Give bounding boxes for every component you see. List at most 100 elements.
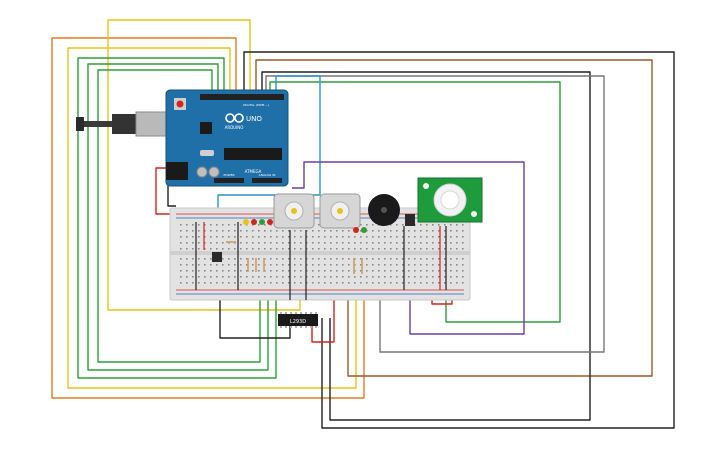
breadboard-hole: [306, 276, 308, 278]
breadboard-hole: [180, 270, 182, 272]
breadboard-hole: [258, 270, 260, 272]
breadboard-hole: [240, 258, 242, 260]
breadboard-hole: [456, 242, 458, 244]
breadboard-hole: [420, 276, 422, 278]
breadboard-hole: [456, 248, 458, 250]
breadboard-hole: [342, 230, 344, 232]
breadboard-hole: [204, 282, 206, 284]
breadboard-hole: [414, 270, 416, 272]
breadboard-hole: [444, 276, 446, 278]
ic-pin: [315, 326, 317, 328]
wire-gray-right: [265, 75, 605, 353]
breadboard-hole: [294, 276, 296, 278]
breadboard-hole: [360, 236, 362, 238]
usb-plug: [112, 114, 138, 134]
model-label: UNO: [246, 115, 262, 123]
chip-label: ATMEGA: [245, 169, 262, 174]
breadboard-hole: [336, 236, 338, 238]
breadboard-hole: [288, 230, 290, 232]
breadboard-hole: [318, 270, 320, 272]
breadboard-hole: [180, 276, 182, 278]
breadboard-hole: [228, 264, 230, 266]
breadboard-hole: [306, 248, 308, 250]
breadboard-hole: [252, 224, 254, 226]
breadboard-hole: [180, 224, 182, 226]
breadboard-hole: [198, 248, 200, 250]
breadboard-hole: [324, 230, 326, 232]
breadboard-hole: [186, 276, 188, 278]
breadboard-hole: [342, 242, 344, 244]
breadboard-hole: [330, 248, 332, 250]
breadboard-hole: [450, 230, 452, 232]
breadboard-hole: [318, 258, 320, 260]
breadboard-hole: [348, 282, 350, 284]
breadboard-hole: [228, 224, 230, 226]
breadboard-hole: [414, 236, 416, 238]
breadboard-hole: [306, 242, 308, 244]
pir-sensor: [417, 177, 483, 223]
breadboard-hole: [264, 282, 266, 284]
breadboard-hole: [240, 224, 242, 226]
breadboard-hole: [360, 258, 362, 260]
breadboard-hole: [300, 276, 302, 278]
breadboard-hole: [192, 264, 194, 266]
breadboard-hole: [336, 242, 338, 244]
breadboard-hole: [216, 264, 218, 266]
leds-left: [243, 219, 273, 225]
breadboard-hole: [426, 258, 428, 260]
leds-right: [353, 227, 367, 233]
breadboard-hole: [372, 230, 374, 232]
arduino-pcb: [165, 89, 289, 187]
wire-green-left-3: [97, 69, 261, 363]
breadboard-hole: [408, 270, 410, 272]
breadboard-hole: [324, 270, 326, 272]
breadboard-hole: [426, 224, 428, 226]
led-red-1: [251, 219, 257, 225]
breadboard-hole: [318, 242, 320, 244]
breadboard-hole: [444, 230, 446, 232]
breadboard-hole: [318, 264, 320, 266]
breadboard-hole: [306, 258, 308, 260]
breadboard-hole: [252, 270, 254, 272]
breadboard-hole: [312, 242, 314, 244]
wire-green-left-2: [87, 63, 269, 371]
breadboard-hole: [432, 264, 434, 266]
breadboard-hole: [366, 276, 368, 278]
breadboard-hole: [240, 248, 242, 250]
wire-green-left-1: [77, 57, 277, 379]
breadboard-hole: [234, 230, 236, 232]
wire-black-right: [261, 71, 591, 421]
breadboard-hole: [378, 264, 380, 266]
breadboard-hole: [306, 270, 308, 272]
breadboard-hole: [336, 230, 338, 232]
breadboard-hole: [378, 258, 380, 260]
breadboard-hole: [390, 248, 392, 250]
breadboard-hole: [426, 230, 428, 232]
breadboard-hole: [384, 248, 386, 250]
breadboard-hole: [396, 248, 398, 250]
breadboard-hole: [426, 270, 428, 272]
breadboard-center-channel: [170, 251, 470, 255]
breadboard-hole: [330, 276, 332, 278]
breadboard-hole: [438, 230, 440, 232]
breadboard-hole: [216, 230, 218, 232]
breadboard-hole: [204, 230, 206, 232]
breadboard-hole: [258, 224, 260, 226]
outer-wires: [51, 19, 675, 429]
led-yellow-1: [243, 219, 249, 225]
breadboard-hole: [186, 230, 188, 232]
breadboard-hole: [210, 282, 212, 284]
breadboard-hole: [270, 242, 272, 244]
breadboard-hole: [276, 276, 278, 278]
breadboard-hole: [402, 264, 404, 266]
breadboard-hole: [198, 258, 200, 260]
breadboard-hole: [282, 270, 284, 272]
breadboard-hole: [222, 230, 224, 232]
breadboard-hole: [306, 230, 308, 232]
breadboard-hole: [180, 230, 182, 232]
breadboard-hole: [420, 270, 422, 272]
breadboard-hole: [372, 258, 374, 260]
breadboard-hole: [240, 236, 242, 238]
breadboard-hole: [180, 282, 182, 284]
breadboard-hole: [438, 248, 440, 250]
